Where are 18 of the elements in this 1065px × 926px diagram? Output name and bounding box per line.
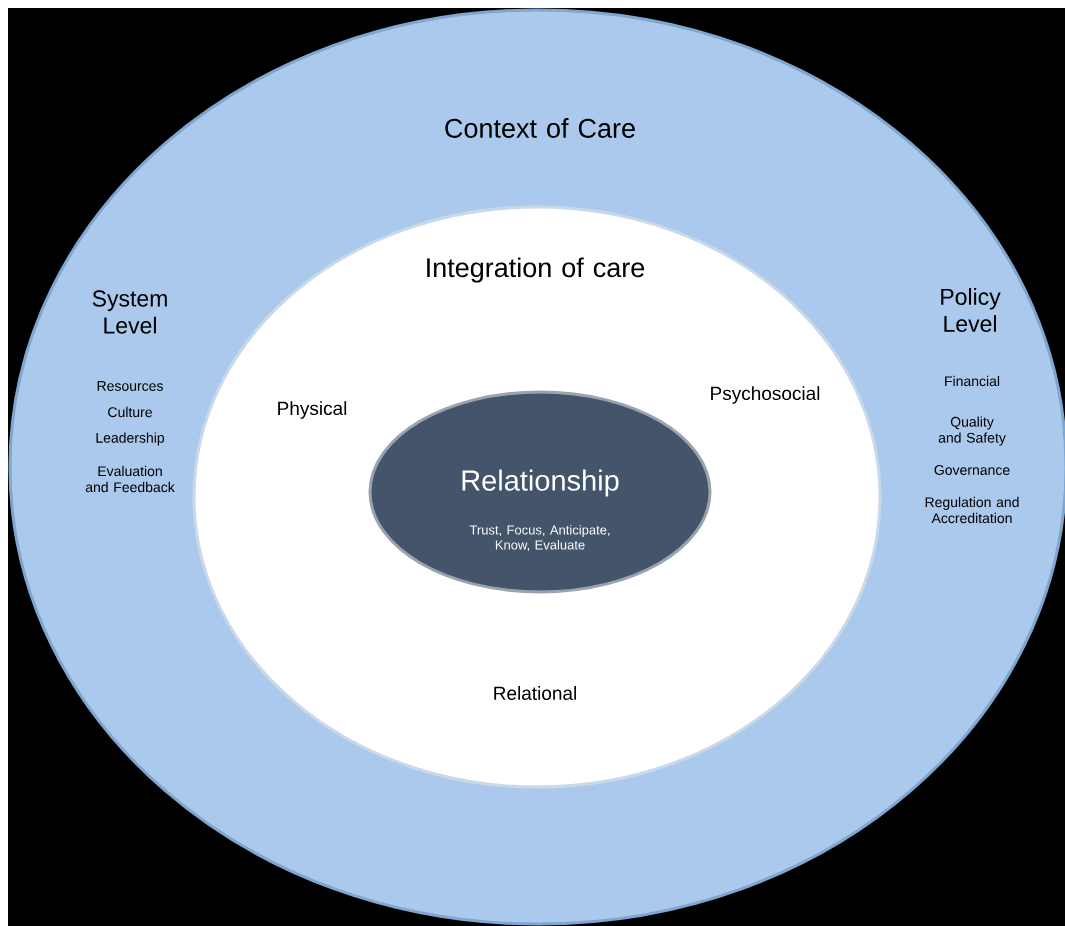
band-heading: Context of Care — [445, 118, 635, 138]
core-text: Trust, Focus, Anticipate, Know, Evaluate — [469, 524, 610, 552]
list-item: Evaluation and Feedback — [85, 465, 175, 493]
ring-label: Psychosocial — [711, 386, 820, 404]
list-item: Culture — [108, 406, 152, 418]
core-label: Relationship — [462, 469, 619, 497]
band-heading: Policy Level — [941, 288, 1001, 332]
ellipse — [368, 390, 712, 594]
list-item: Resources — [97, 381, 163, 391]
list-item: Governance — [934, 465, 1010, 475]
ring-label: Physical — [278, 401, 347, 419]
ring-label: Integration of care — [427, 257, 645, 283]
list-item: Leadership — [96, 432, 165, 446]
ring-label: Relational — [494, 686, 576, 700]
list-item: Financial — [945, 375, 1000, 387]
band-heading: System Level — [92, 290, 167, 334]
list-item: Quality and Safety — [938, 416, 1006, 446]
list-item: Regulation and Accreditation — [925, 496, 1019, 524]
